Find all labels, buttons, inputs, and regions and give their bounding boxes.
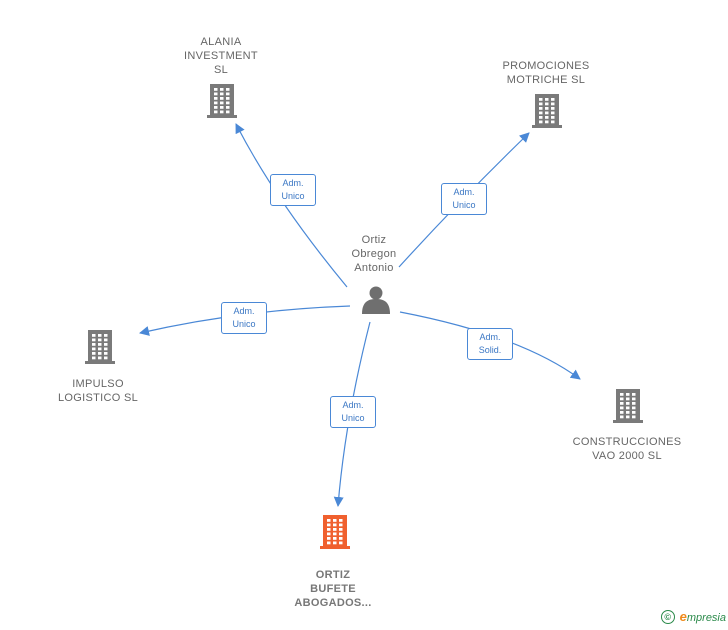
edge-label-alania: Adm. Unico: [270, 174, 316, 206]
company-label-alania[interactable]: ALANIA INVESTMENT SL: [184, 36, 258, 76]
copyright-icon: ©: [660, 609, 675, 624]
brand-logo: empresia: [679, 609, 726, 624]
edge-label-impulso: Adm. Unico: [221, 302, 267, 334]
footer-brand: © empresia: [660, 609, 726, 624]
company-label-ortiz[interactable]: ORTIZ BUFETE ABOGADOS...: [294, 569, 372, 609]
company-label-construcciones[interactable]: CONSTRUCCIONES VAO 2000 SL: [572, 436, 682, 462]
person-name-label[interactable]: Ortiz Obregon Antonio: [351, 234, 397, 274]
edge-label-promociones: Adm. Unico: [441, 183, 487, 215]
company-label-promociones[interactable]: PROMOCIONES MOTRICHE SL: [502, 60, 590, 86]
building-icon-impulso: [85, 330, 115, 364]
person-icon: [362, 286, 390, 314]
building-icon-ortiz: [320, 515, 350, 549]
building-icon-promociones: [532, 94, 562, 128]
edge-label-construcciones: Adm. Solid.: [467, 328, 513, 360]
edge-label-ortiz: Adm. Unico: [330, 396, 376, 428]
building-icon-alania: [207, 84, 237, 118]
company-label-impulso[interactable]: IMPULSO LOGISTICO SL: [57, 378, 138, 404]
building-icon-construcciones: [613, 389, 643, 423]
